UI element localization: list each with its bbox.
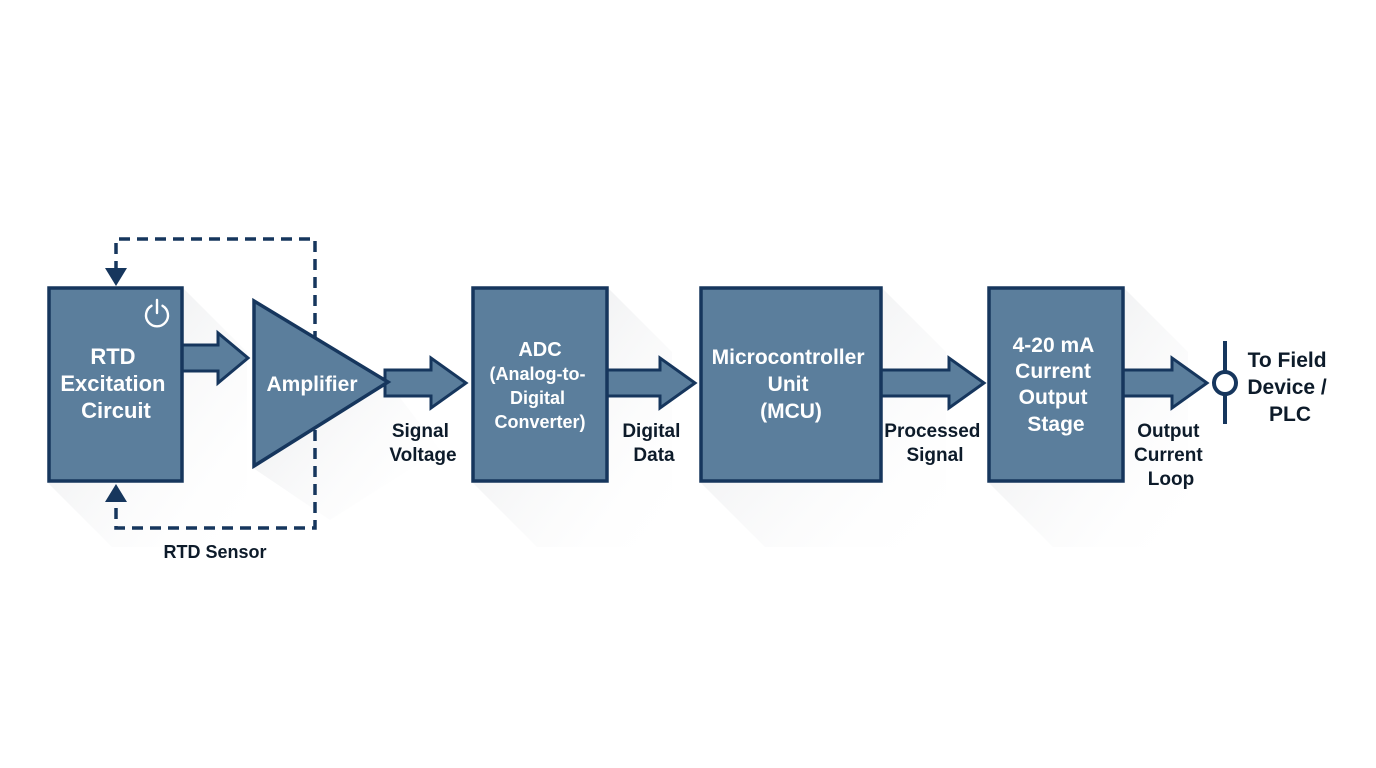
arrow-adc-to-mcu	[605, 355, 698, 411]
adc-label-line-3: Digital	[510, 388, 565, 408]
mcu-block: Microcontroller Unit (MCU)	[699, 286, 883, 483]
sensor-loop-bottom-line	[114, 430, 317, 530]
excitation-circuit-block: RTD Excitation Circuit	[47, 286, 184, 483]
output-current-loop-label-line-1: Output	[1137, 421, 1200, 442]
arrow-excitation-to-amplifier	[180, 329, 251, 387]
svg-text:RTD Excitation Cir: RTD Excitation Circuit	[60, 344, 171, 423]
output-stage-label-line-3: Output	[1019, 386, 1088, 409]
signal-voltage-label-line-1: Signal	[392, 421, 449, 442]
svg-text:Digital Data: Digital Data	[622, 421, 685, 466]
svg-text:(Analog-to- Digital: (Analog-to- Digital Converter)	[490, 364, 591, 432]
rtd-sensor-label: RTD Sensor	[163, 542, 266, 562]
svg-text:Amplifier: Amplifier	[266, 373, 357, 396]
output-current-loop-label-line-3: Loop	[1148, 469, 1194, 490]
adc-label-line-1: ADC	[518, 339, 561, 361]
arrow-amplifier-to-adc	[383, 355, 469, 411]
sensor-loop-top-line	[114, 237, 317, 340]
svg-text:Signal Voltage: Signal Voltage	[389, 421, 456, 466]
svg-text:Microcontroller Unit: Microcontroller Unit (MCU)	[712, 346, 871, 423]
mcu-label-line-2: Unit	[768, 373, 809, 396]
amplifier-label: Amplifier	[266, 373, 357, 396]
svg-text:Output Current Loop: Output Current Loop	[1134, 421, 1208, 490]
digital-data-label-line-2: Data	[633, 445, 675, 466]
excitation-label-line-3: Circuit	[81, 398, 151, 423]
amplifier-block: Amplifier	[252, 297, 392, 470]
processed-signal-label-line-1: Processed	[884, 421, 980, 442]
svg-text:ADC: ADC	[518, 339, 561, 361]
arrow-mcu-to-output-stage	[879, 355, 987, 411]
signal-voltage-label-line-2: Voltage	[389, 445, 456, 466]
output-current-loop-label-line-2: Current	[1134, 445, 1203, 466]
flow-arrows	[180, 329, 1210, 411]
power-icon	[144, 298, 170, 328]
arrow-output-stage-to-field	[1121, 355, 1210, 411]
processed-signal-label-line-2: Signal	[906, 445, 963, 466]
output-stage-label-line-1: 4-20 mA	[1013, 334, 1095, 357]
svg-text:Processed Signal: Processed Signal	[884, 421, 985, 466]
sensor-loop-arrowhead-down	[105, 268, 127, 286]
excitation-label-line-2: Excitation	[60, 371, 165, 396]
adc-label-line-2: (Analog-to-	[490, 364, 586, 384]
adc-label-line-4: Converter)	[494, 412, 585, 432]
excitation-label-line-1: RTD	[90, 344, 135, 369]
rtd-sensor-loop	[105, 237, 317, 530]
field-device-label-line-1: To Field	[1248, 349, 1327, 372]
adc-block: ADC (Analog-to- Digital Converter)	[471, 286, 609, 483]
output-stage-label-line-4: Stage	[1027, 413, 1084, 436]
output-stage-block: 4-20 mA Current Output Stage	[987, 286, 1125, 483]
svg-text:4-20 mA Current Ou: 4-20 mA Current Output Stage	[1013, 334, 1100, 436]
sensor-loop-arrowhead-up	[105, 484, 127, 502]
terminal-connector	[1212, 341, 1238, 424]
digital-data-label-line-1: Digital	[622, 421, 680, 442]
mcu-label-line-3: (MCU)	[760, 400, 822, 423]
mcu-label-line-1: Microcontroller	[712, 346, 865, 369]
output-stage-label-line-2: Current	[1015, 360, 1091, 383]
field-device-label-line-3: PLC	[1269, 403, 1311, 426]
svg-text:To Field Device / PLC: To Field Device / PLC	[1247, 349, 1332, 426]
svg-text:RTD Sensor: RTD Sensor	[163, 542, 266, 562]
field-device-label-line-2: Device /	[1247, 376, 1327, 399]
